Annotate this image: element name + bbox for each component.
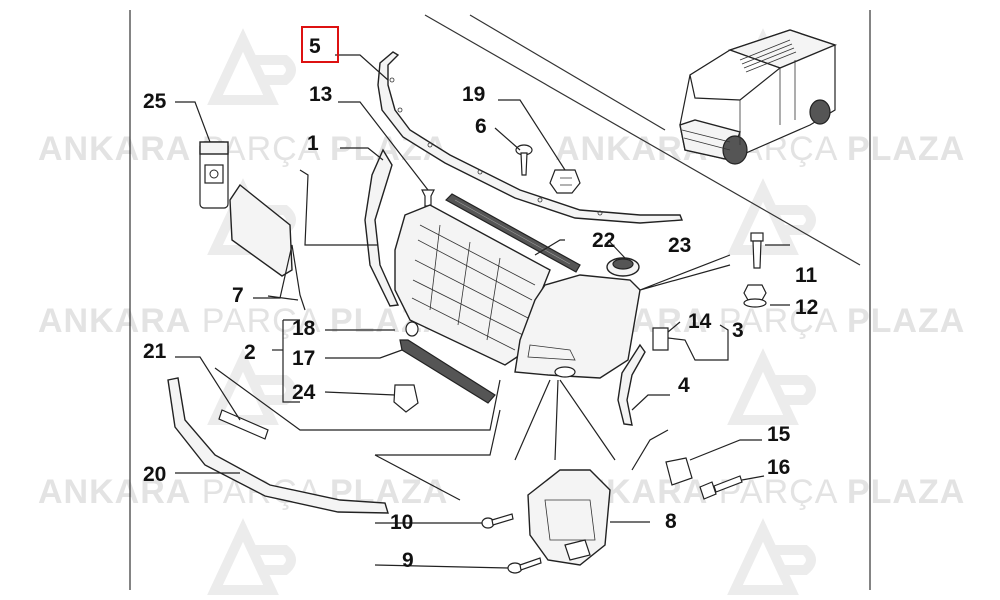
callout-14[interactable]: 14 xyxy=(688,310,712,333)
part-5-trim-strip[interactable] xyxy=(377,51,684,224)
watermark-logo-icon xyxy=(207,28,296,105)
part-24-bracket[interactable] xyxy=(393,384,419,413)
callout-10[interactable]: 10 xyxy=(390,511,413,534)
callout-4[interactable]: 4 xyxy=(678,374,690,397)
part-16-bolt[interactable] xyxy=(699,475,743,500)
highlight-box-5 xyxy=(301,26,339,63)
callout-15[interactable]: 15 xyxy=(767,423,791,446)
watermark-brand-3: PLAZA xyxy=(847,130,965,168)
part-23-plug[interactable] xyxy=(606,257,640,277)
callout-7[interactable]: 7 xyxy=(232,284,244,307)
part-20-spoiler[interactable] xyxy=(167,377,389,514)
callout-17[interactable]: 17 xyxy=(292,347,315,370)
callout-3[interactable]: 3 xyxy=(732,319,744,342)
part-19-bracket[interactable] xyxy=(549,169,581,194)
part-18-emblem[interactable] xyxy=(405,321,419,337)
watermark-brand-3: PLAZA xyxy=(847,302,965,340)
callout-25[interactable]: 25 xyxy=(143,90,167,113)
svg-text:ANKARA PARÇA PLAZA: ANKARA PARÇA PLAZA xyxy=(38,302,448,340)
part-11-bolt[interactable] xyxy=(750,232,764,269)
watermark-logo-icon xyxy=(727,348,816,425)
callout-23[interactable]: 23 xyxy=(668,234,691,257)
watermark-brand-2: PARÇA xyxy=(202,302,321,340)
callout-13[interactable]: 13 xyxy=(309,83,332,106)
callout-18[interactable]: 18 xyxy=(292,317,316,340)
part-2-front-bumper[interactable] xyxy=(394,204,551,366)
watermark-logo-icon xyxy=(207,518,296,595)
svg-text:ANKARA PARÇA PLAZA: ANKARA PARÇA PLAZA xyxy=(555,473,965,511)
part-12-flange-bolt[interactable] xyxy=(743,284,767,308)
callout-11[interactable]: 11 xyxy=(795,264,818,287)
watermark-logo-icon xyxy=(727,518,816,595)
callout-6[interactable]: 6 xyxy=(475,115,487,138)
part-17-lower-grille[interactable] xyxy=(399,339,496,404)
callout-8[interactable]: 8 xyxy=(665,510,677,533)
part-21-strip[interactable] xyxy=(218,409,269,440)
callout-1[interactable]: 1 xyxy=(307,132,319,155)
callout-19[interactable]: 19 xyxy=(462,83,485,106)
callout-12[interactable]: 12 xyxy=(795,296,818,319)
watermark-brand-1: ANKARA xyxy=(38,302,191,340)
part-13-clip[interactable] xyxy=(421,189,435,207)
callout-labels: 5 1 2 3 4 6 7 8 9 10 11 12 13 14 15 16 1… xyxy=(143,35,818,572)
watermark-brand-2: PARÇA xyxy=(719,302,838,340)
callout-5[interactable]: 5 xyxy=(309,35,321,58)
callout-24[interactable]: 24 xyxy=(292,381,316,404)
part-15-nut[interactable] xyxy=(665,457,693,486)
watermark-brand-1: ANKARA xyxy=(38,473,191,511)
callout-22[interactable]: 22 xyxy=(592,229,615,252)
callout-9[interactable]: 9 xyxy=(402,549,414,572)
callout-20[interactable]: 20 xyxy=(143,463,166,486)
part-6-screw[interactable] xyxy=(515,144,533,176)
part-3-bumper-corner[interactable] xyxy=(514,274,641,379)
part-25-spray-can[interactable] xyxy=(199,141,229,209)
part-4-arch-trim[interactable] xyxy=(617,343,646,426)
watermark-brand-3: PLAZA xyxy=(847,473,965,511)
van-illustration xyxy=(679,29,837,165)
callout-16[interactable]: 16 xyxy=(767,456,790,479)
callout-2[interactable]: 2 xyxy=(244,341,256,364)
part-1-side-cover[interactable] xyxy=(364,148,400,307)
part-10-screw[interactable] xyxy=(481,513,514,529)
callout-21[interactable]: 21 xyxy=(143,340,167,363)
watermark-brand-1: ANKARA xyxy=(38,130,191,168)
watermark-logo-icon xyxy=(727,178,816,255)
frame-lines xyxy=(129,10,871,590)
part-9-screw[interactable] xyxy=(507,557,542,574)
leader-lines xyxy=(175,54,790,569)
part-22-mesh-grille[interactable] xyxy=(445,193,581,273)
part-8-splash-guard[interactable] xyxy=(527,469,611,566)
part-7-tow-cover[interactable] xyxy=(229,183,293,277)
watermark-logo-icon xyxy=(207,348,296,425)
part-14-clip[interactable] xyxy=(652,327,669,351)
